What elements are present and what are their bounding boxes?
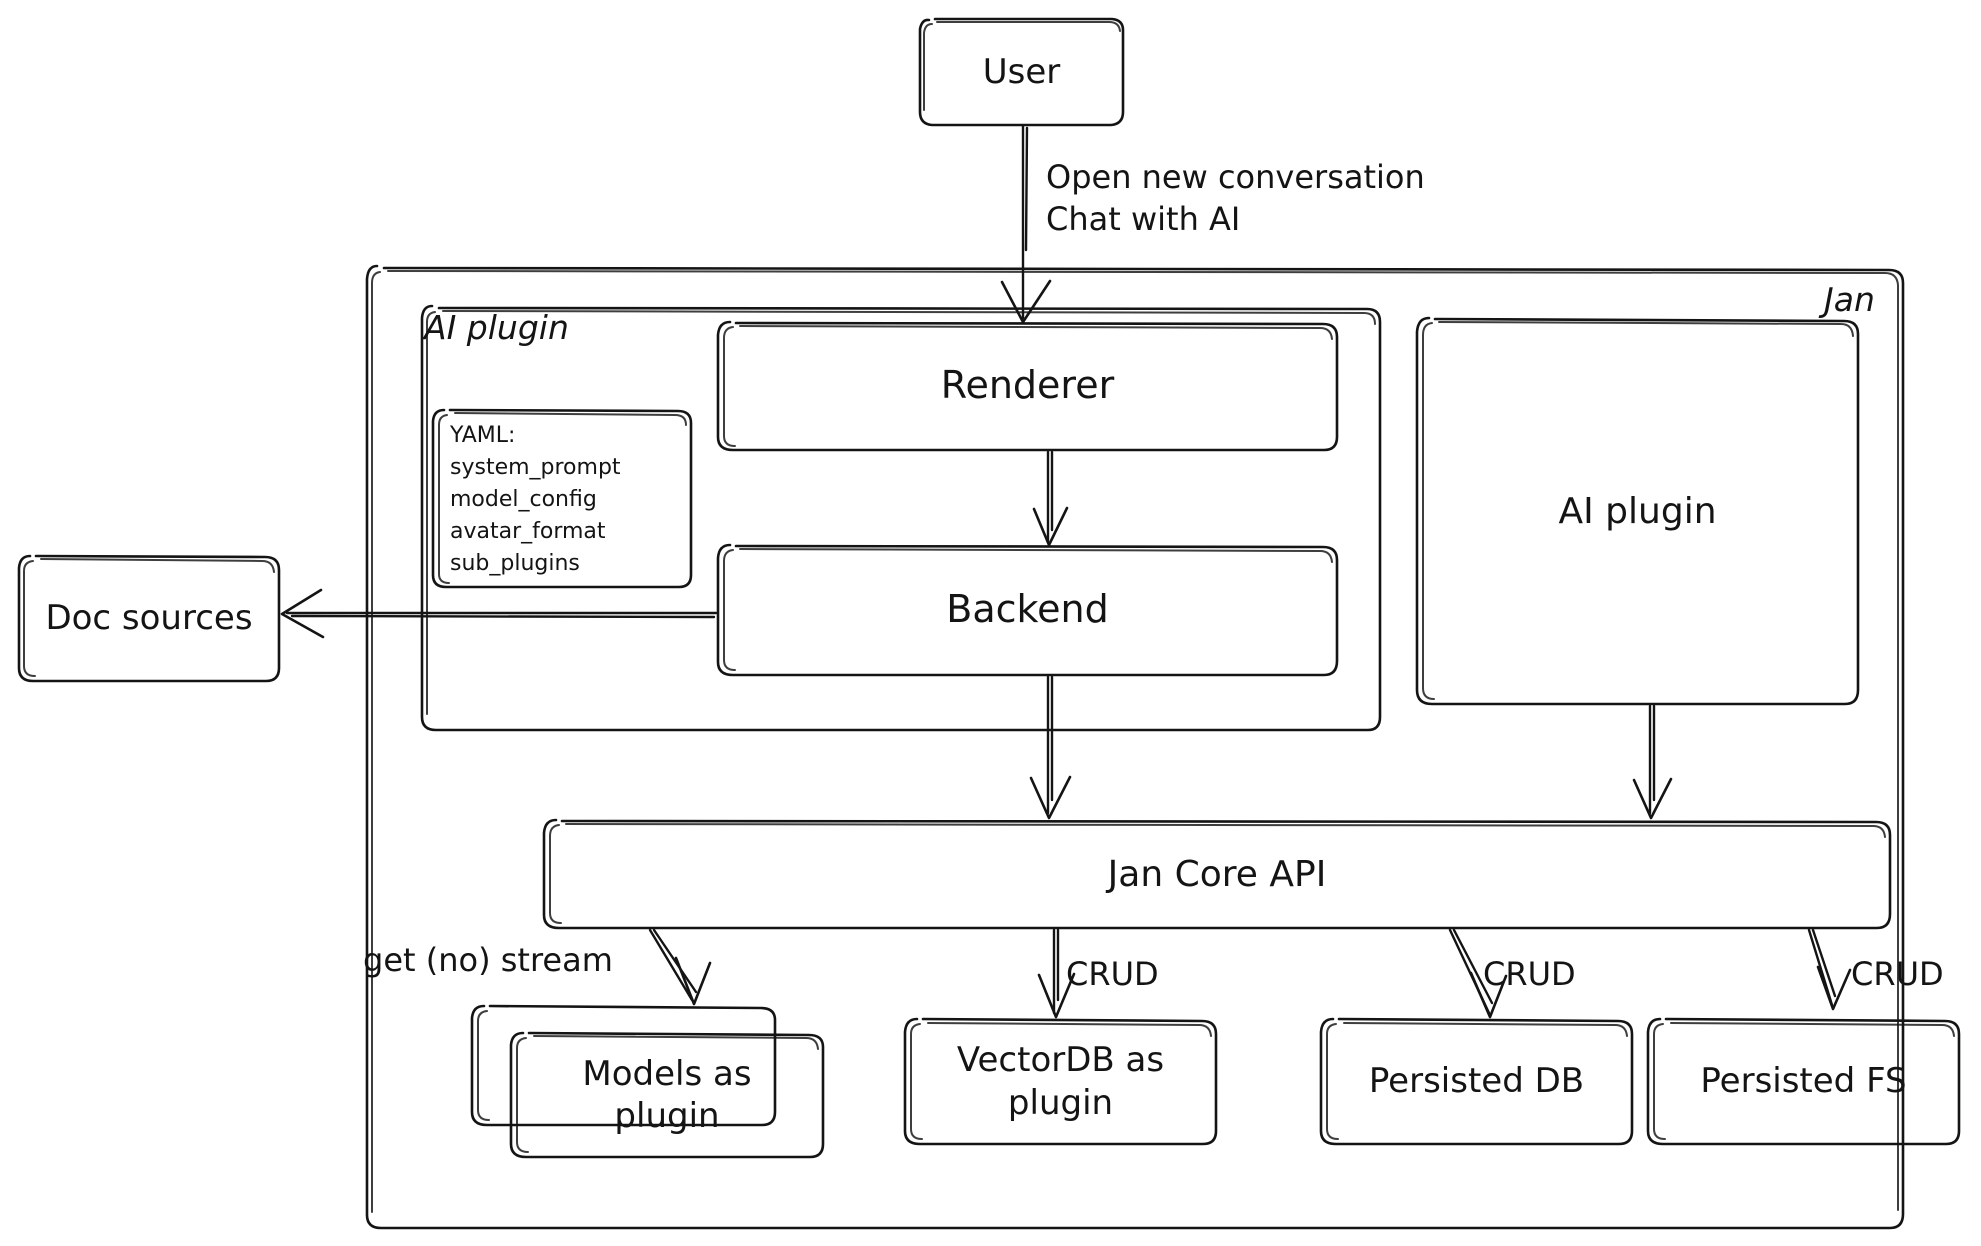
user-box-shape bbox=[918, 17, 1125, 127]
yaml-card-shape bbox=[431, 408, 693, 589]
backend-box-shape bbox=[716, 543, 1339, 677]
edge-renderer-to-backend bbox=[1032, 450, 1069, 547]
jan-container-shape bbox=[365, 264, 1905, 1230]
models-as-plugin-box-shape bbox=[470, 1004, 825, 1159]
group-label-ai-plugin: AI plugin bbox=[424, 308, 569, 347]
edge-ai-plugin-to-core bbox=[1632, 704, 1673, 820]
doc-sources-box-shape bbox=[17, 554, 281, 683]
group-label-jan: Jan bbox=[1824, 280, 1875, 319]
edge-label-crud-vectordb: CRUD bbox=[1066, 955, 1159, 993]
ai-plugin-right-box-shape bbox=[1415, 316, 1860, 706]
edge-label-crud-persisted-fs: CRUD bbox=[1851, 955, 1944, 993]
yaml-card-text: YAML: system_prompt model_config avatar_… bbox=[450, 423, 621, 576]
edge-label-crud-persisted-db: CRUD bbox=[1483, 955, 1576, 993]
renderer-box-shape bbox=[716, 320, 1339, 452]
edge-core-to-persisted-fs bbox=[1807, 928, 1852, 1011]
edge-backend-to-core bbox=[1029, 675, 1072, 820]
edge-user-to-renderer bbox=[1000, 124, 1052, 324]
vectordb-as-plugin-box-shape bbox=[903, 1017, 1218, 1146]
edge-label-get-no-stream: get (no) stream bbox=[363, 941, 613, 979]
persisted-db-box-shape bbox=[1319, 1017, 1634, 1146]
edge-label-open-new-conversation: Open new conversation Chat with AI bbox=[1046, 158, 1425, 238]
edge-core-to-persisted-db bbox=[1448, 928, 1508, 1019]
jan-core-api-box-shape bbox=[542, 818, 1892, 930]
persisted-fs-box-shape bbox=[1646, 1017, 1961, 1146]
ai-plugin-group-shape bbox=[420, 304, 1382, 732]
edge-core-to-vectordb bbox=[1037, 928, 1076, 1019]
edge-core-to-models bbox=[648, 928, 712, 1006]
edge-backend-to-doc-sources bbox=[280, 588, 718, 639]
